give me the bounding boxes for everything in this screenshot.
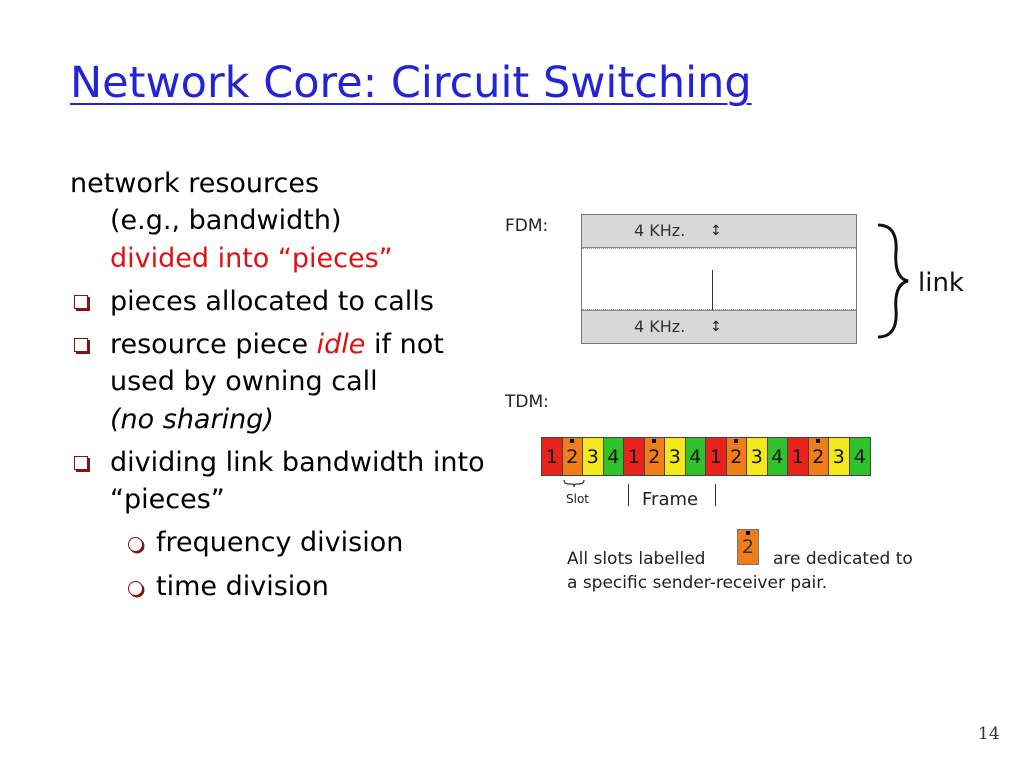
tdm-slot: 2 <box>808 438 829 475</box>
tdm-slot: 4 <box>767 438 788 475</box>
bullet-text: dividing link bandwidth into “pieces” <box>110 446 485 515</box>
subbullet-text: frequency division <box>156 527 404 559</box>
tdm-slot: 1 <box>788 438 809 475</box>
band-top-label: 4 KHz. <box>634 221 686 240</box>
lead-line-2: (e.g., bandwidth) <box>110 205 342 237</box>
tdm-slot-number: 2 <box>730 445 743 468</box>
slot-label: Slot <box>566 492 589 506</box>
bullet-text: pieces allocated to calls <box>110 285 434 317</box>
tdm-slot-number: 2 <box>812 445 825 468</box>
tdm-slot-number: 3 <box>750 445 763 468</box>
tdm-slot: 4 <box>849 438 870 475</box>
bullet-text-post: if not used by owning call <box>110 329 444 398</box>
legend-slot: 2 <box>737 529 759 565</box>
tdm-slot: 3 <box>829 438 850 475</box>
double-arrow-icon: ↕ <box>710 319 722 335</box>
frame-right-marker <box>715 484 716 506</box>
bullet-item: resource piece idle if not used by ownin… <box>70 326 500 438</box>
lead-paragraph: network resources (e.g., bandwidth) divi… <box>70 165 500 277</box>
slot-brace-icon <box>563 479 585 488</box>
tdm-slot-number: 1 <box>709 445 722 468</box>
tdm-slot-number: 2 <box>648 445 661 468</box>
tdm-label: TDM: <box>505 392 549 412</box>
legend-slot-number: 2 <box>741 536 755 558</box>
slot-dot-icon <box>746 531 750 535</box>
tdm-slot-number: 4 <box>689 445 702 468</box>
square-bullet-icon <box>74 294 88 309</box>
frequency-band-middle <box>582 248 856 310</box>
band-bottom-label: 4 KHz. <box>634 317 686 336</box>
subbullet-text: time division <box>156 570 329 602</box>
tdm-slot-number: 4 <box>771 445 784 468</box>
square-bullet-icon <box>74 455 88 470</box>
bullet-text-pre: resource piece <box>110 329 317 360</box>
right-brace-icon <box>877 223 909 339</box>
slide-body: network resources (e.g., bandwidth) divi… <box>70 165 500 605</box>
bullet-item: pieces allocated to calls <box>70 283 500 320</box>
tdm-slot: 2 <box>644 438 665 475</box>
slot-dot-icon <box>816 439 821 443</box>
legend-text-post: are dedicated to <box>773 549 913 569</box>
tdm-slot: 4 <box>603 438 624 475</box>
bullet-item: dividing link bandwidth into “pieces” fr… <box>70 444 500 605</box>
tdm-slot: 2 <box>726 438 747 475</box>
slot-dot-icon <box>734 439 739 443</box>
tdm-slot-number: 2 <box>566 445 579 468</box>
tdm-slot: 1 <box>706 438 727 475</box>
tdm-slot-number: 1 <box>791 445 804 468</box>
frame-label: Frame <box>642 489 699 510</box>
tdm-slot-number: 4 <box>853 445 866 468</box>
tdm-slot: 2 <box>562 438 583 475</box>
tdm-slot-number: 3 <box>832 445 845 468</box>
legend-text-line2: a specific sender-receiver pair. <box>567 573 828 593</box>
bullet-list: pieces allocated to calls resource piece… <box>70 283 500 605</box>
band-divider-line <box>712 270 713 312</box>
lead-line-1: network resources <box>70 168 320 199</box>
frequency-band-bottom: 4 KHz. ↕ <box>582 310 856 343</box>
tdm-slot: 1 <box>542 438 563 475</box>
bullet-text-emphasis: idle <box>316 329 366 360</box>
tdm-slot-number: 1 <box>545 445 558 468</box>
circle-bullet-icon <box>128 580 143 596</box>
double-arrow-icon: ↕ <box>710 223 722 239</box>
tdm-slot-number: 4 <box>607 445 620 468</box>
subbullet-list: frequency division time division <box>110 524 500 605</box>
tdm-slot: 4 <box>685 438 706 475</box>
tdm-slot: 3 <box>665 438 686 475</box>
bullet-text-paren: (no sharing) <box>110 403 274 435</box>
tdm-slot: 3 <box>583 438 604 475</box>
square-bullet-icon <box>74 338 88 352</box>
slot-dot-icon <box>652 439 657 443</box>
slot-dot-icon <box>570 439 575 443</box>
subbullet-item: time division <box>110 568 500 605</box>
legend-text-pre: All slots labelled <box>567 549 706 569</box>
tdm-slot-number: 3 <box>586 445 599 468</box>
tdm-slot: 1 <box>624 438 645 475</box>
subbullet-item: frequency division <box>110 524 500 561</box>
tdm-slot: 3 <box>747 438 768 475</box>
tdm-slot-number: 3 <box>668 445 681 468</box>
frequency-band-top: 4 KHz. ↕ <box>582 215 856 248</box>
fdm-link-box: 4 KHz. ↕ 4 KHz. ↕ <box>581 214 857 344</box>
frame-left-marker <box>628 484 629 506</box>
link-label: link <box>918 268 964 298</box>
tdm-slot-number: 1 <box>627 445 640 468</box>
page-number: 14 <box>978 724 1000 744</box>
fdm-label: FDM: <box>505 216 549 236</box>
lead-line-3: divided into “pieces” <box>110 242 393 274</box>
circle-bullet-icon <box>128 537 143 553</box>
slide-title: Network Core: Circuit Switching <box>70 58 752 108</box>
